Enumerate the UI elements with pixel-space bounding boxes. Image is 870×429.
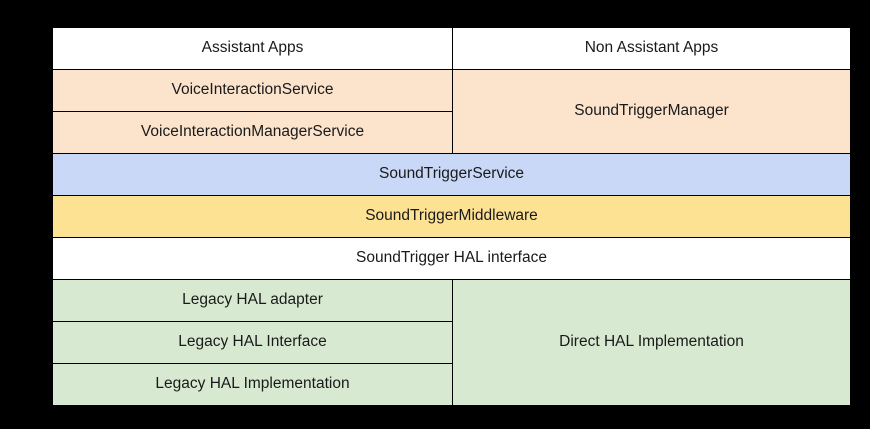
cell-legacy-hal-interface: Legacy HAL Interface xyxy=(52,321,453,364)
table-row-header: Assistant Apps Non Assistant Apps xyxy=(52,27,851,70)
cell-sound-trigger-middleware: SoundTriggerMiddleware xyxy=(52,195,851,238)
architecture-table: Assistant Apps Non Assistant Apps VoiceI… xyxy=(52,27,851,406)
table-row-legacy-hal-adapter: Legacy HAL adapter Direct HAL Implementa… xyxy=(52,279,851,406)
cell-sound-trigger-service: SoundTriggerService xyxy=(52,153,851,196)
cell-voice-interaction-service: VoiceInteractionService xyxy=(52,69,453,112)
table-row-voice-interaction-manager-service: VoiceInteractionManagerService xyxy=(52,111,851,154)
cell-voice-interaction-manager-service: VoiceInteractionManagerService xyxy=(52,111,453,154)
table-row-legacy-hal-implementation: Legacy HAL Implementation xyxy=(52,363,851,406)
table-row-sound-trigger-middleware: SoundTriggerMiddleware xyxy=(52,195,851,238)
cell-sound-trigger-manager: SoundTriggerManager xyxy=(452,69,851,154)
cell-legacy-hal-adapter: Legacy HAL adapter xyxy=(52,279,453,322)
architecture-diagram: Assistant Apps Non Assistant Apps VoiceI… xyxy=(52,27,851,406)
table-row-sound-trigger-hal-interface: SoundTrigger HAL interface xyxy=(52,237,851,280)
table-row-legacy-hal-interface: Legacy HAL Interface xyxy=(52,321,851,364)
cell-legacy-hal-implementation: Legacy HAL Implementation xyxy=(52,363,453,406)
header-cell-non-assistant-apps: Non Assistant Apps xyxy=(452,27,851,70)
table-row-voice-interaction-service: VoiceInteractionService SoundTriggerMana… xyxy=(52,69,851,154)
cell-direct-hal-implementation: Direct HAL Implementation xyxy=(452,279,851,406)
header-cell-assistant-apps: Assistant Apps xyxy=(52,27,453,70)
cell-sound-trigger-hal-interface: SoundTrigger HAL interface xyxy=(52,237,851,280)
table-row-sound-trigger-service: SoundTriggerService xyxy=(52,153,851,196)
